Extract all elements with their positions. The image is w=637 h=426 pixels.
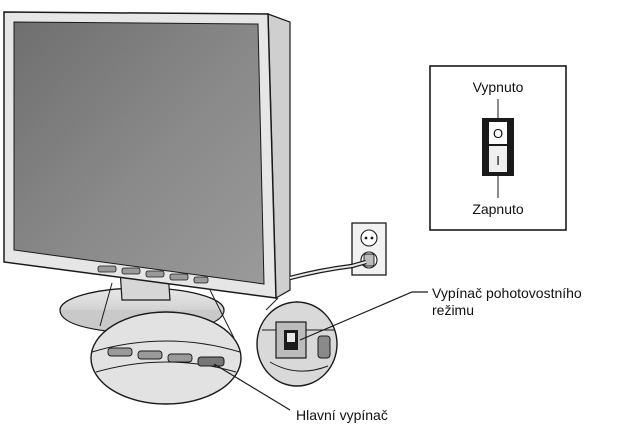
zoom-button-3 <box>167 353 193 363</box>
main-switch-label: Hlavní vypínač <box>296 407 388 423</box>
switch-on-label: Zapnuto <box>472 201 524 217</box>
monitor-screen <box>13 21 265 285</box>
standby-switch-label-line-2: režimu <box>432 302 474 318</box>
standby-switch-zoom <box>256 297 338 387</box>
main-switch-callout: Hlavní vypínač <box>213 363 388 423</box>
standby-switch-label: Vypínač pohotovostního režimu <box>432 285 586 318</box>
front-button-strip <box>97 265 209 284</box>
switch-off-label: Vypnuto <box>473 79 524 95</box>
zoom-button-1 <box>107 347 133 357</box>
main-switch-zoom <box>90 282 242 405</box>
switch-off-symbol: O <box>493 126 503 141</box>
switch-legend-frame <box>429 65 567 231</box>
zoom-button-2 <box>137 350 163 360</box>
monitor <box>3 11 291 335</box>
wall-outlet <box>351 222 387 276</box>
switch-on-symbol: I <box>496 153 500 168</box>
standby-switch-callout: Vypínač pohotovostního režimu <box>299 285 586 341</box>
standby-switch-label-line-1: Vypínač pohotovostního <box>432 285 582 301</box>
zoom-button-main <box>197 356 225 367</box>
switch-legend: Vypnuto O I Zapnuto <box>429 65 567 231</box>
